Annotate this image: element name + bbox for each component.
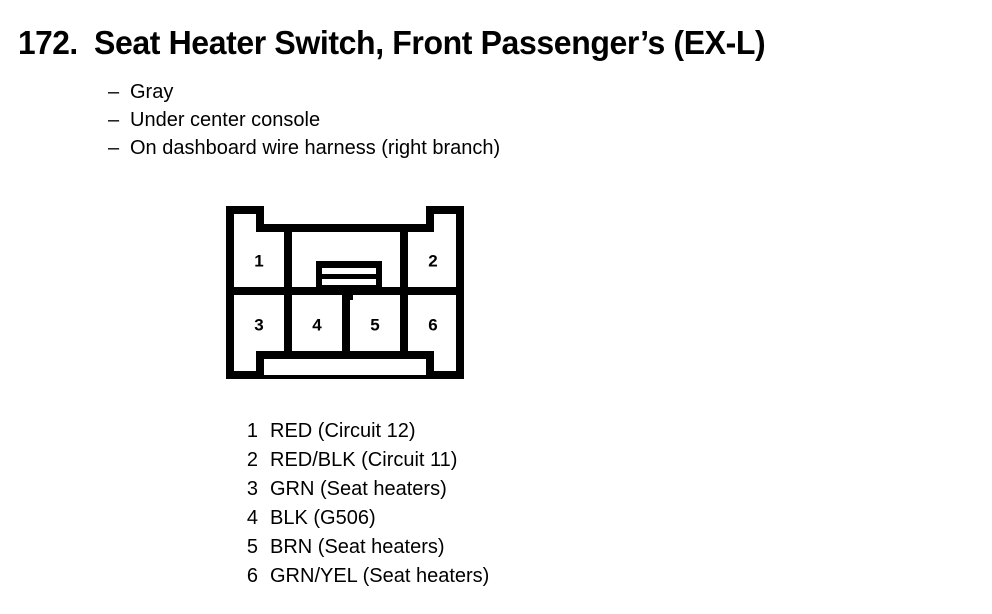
pin-legend-number: 1 xyxy=(246,420,258,442)
pin-number-4: 4 xyxy=(312,315,322,334)
pin-legend-list: 1 RED (Circuit 12) 2 RED/BLK (Circuit 11… xyxy=(232,420,752,594)
pin-number-6: 6 xyxy=(428,315,437,334)
dash-bullet: – xyxy=(108,109,120,131)
description-item: – Under center console xyxy=(108,106,808,134)
pin-legend-row: 4 BLK (G506) xyxy=(232,507,752,536)
pin-legend-description: RED/BLK (Circuit 11) xyxy=(270,449,458,471)
connector-outline-svg: 1 2 3 4 5 6 xyxy=(226,206,464,379)
pin-legend-number: 3 xyxy=(246,478,258,500)
pin-legend-number: 4 xyxy=(246,507,258,529)
connector-bottom-skirt xyxy=(256,351,434,375)
description-item: – Gray xyxy=(108,78,808,106)
pin-number-3: 3 xyxy=(254,315,263,334)
connector-diagram: 1 2 3 4 5 6 xyxy=(205,190,505,395)
page-title-number: 172. xyxy=(18,24,78,61)
description-item: – On dashboard wire harness (right branc… xyxy=(108,134,808,162)
center-latch-icon xyxy=(316,261,382,300)
pin-legend-row: 2 RED/BLK (Circuit 11) xyxy=(232,449,752,478)
dash-bullet: – xyxy=(108,137,120,159)
pin-legend-number: 5 xyxy=(246,536,258,558)
pin-number-5: 5 xyxy=(370,315,379,334)
pin-number-1: 1 xyxy=(254,251,263,270)
description-item-label: Under center console xyxy=(130,109,321,131)
pin-legend-row: 1 RED (Circuit 12) xyxy=(232,420,752,449)
pin-legend-description: BRN (Seat heaters) xyxy=(270,536,445,558)
pin-legend-row: 5 BRN (Seat heaters) xyxy=(232,536,752,565)
pin-legend-row: 3 GRN (Seat heaters) xyxy=(232,478,752,507)
pin-legend-number: 2 xyxy=(246,449,258,471)
pin-legend-description: RED (Circuit 12) xyxy=(270,420,416,442)
pin-legend-description: GRN/YEL (Seat heaters) xyxy=(270,565,490,587)
description-item-label: Gray xyxy=(130,81,174,103)
pin-number-2: 2 xyxy=(428,251,437,270)
pin-legend-description: BLK (G506) xyxy=(270,507,376,529)
pin-legend-number: 6 xyxy=(246,565,258,587)
description-item-label: On dashboard wire harness (right branch) xyxy=(130,137,501,159)
pin-legend-description: GRN (Seat heaters) xyxy=(270,478,447,500)
dash-bullet: – xyxy=(108,81,120,103)
description-list: – Gray – Under center console – On dashb… xyxy=(108,78,808,162)
pin-legend-row: 6 GRN/YEL (Seat heaters) xyxy=(232,565,752,594)
page-title: 172. Seat Heater Switch, Front Passenger… xyxy=(18,24,978,68)
page-title-text: Seat Heater Switch, Front Passenger’s (E… xyxy=(94,24,766,61)
